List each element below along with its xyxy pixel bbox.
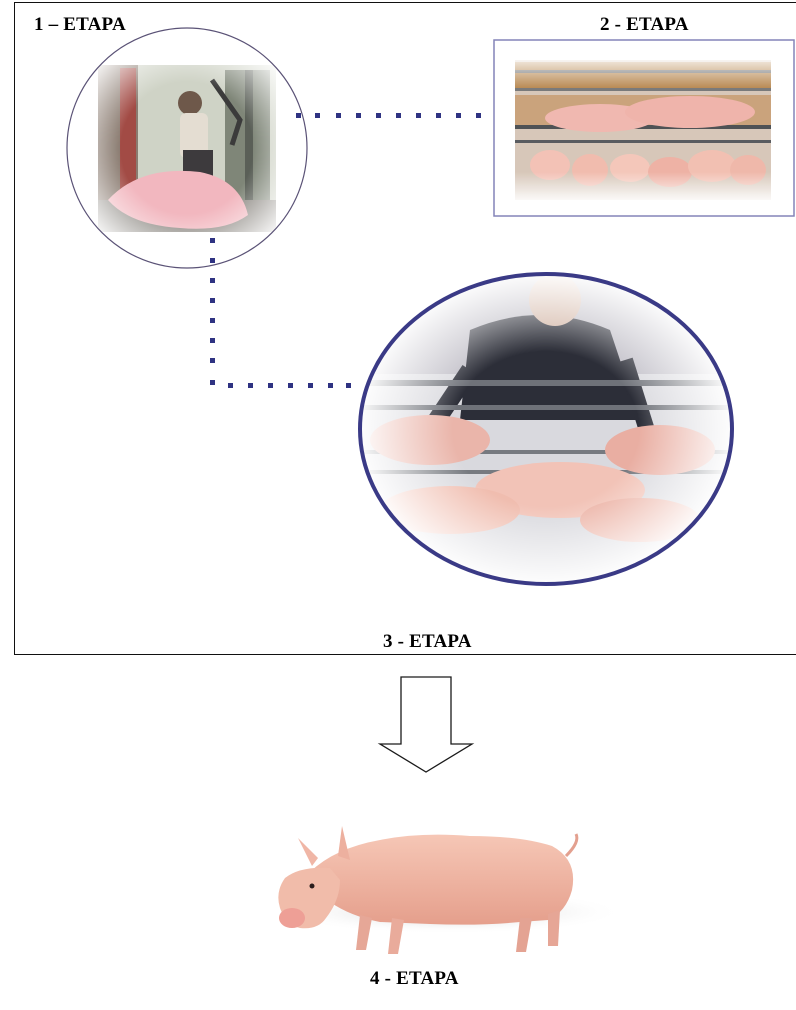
stage1-photo xyxy=(67,28,307,268)
stage3-label: 3 - ETAPA xyxy=(383,631,472,653)
down-arrow-icon xyxy=(380,677,472,772)
stage4-label: 4 - ETAPA xyxy=(370,968,459,990)
stage2-photo xyxy=(494,40,794,216)
stage3-photo xyxy=(360,274,732,584)
connector-1-to-3 xyxy=(210,238,351,388)
connector-1-to-2 xyxy=(296,113,481,118)
stage1-label: 1 – ETAPA xyxy=(34,14,126,36)
pig-illustration xyxy=(275,826,625,954)
stage2-label: 2 - ETAPA xyxy=(600,14,689,36)
